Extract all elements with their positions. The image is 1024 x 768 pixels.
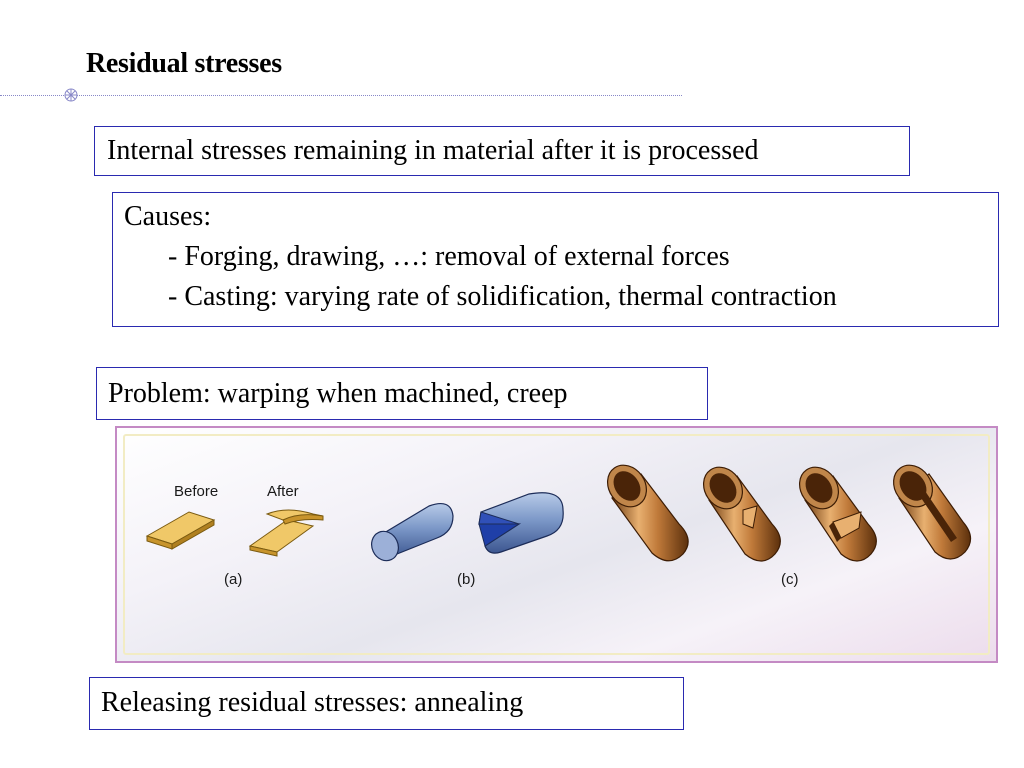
bar-before-icon — [371, 503, 454, 562]
bar-after-icon — [478, 492, 564, 554]
problem-box: Problem: warping when machined, creep — [96, 367, 708, 420]
definition-text: Internal stresses remaining in material … — [107, 135, 759, 166]
figure-drawing — [145, 464, 972, 562]
slide-title: Residual stresses — [86, 48, 282, 79]
problem-text: Problem: warping when machined, creep — [108, 378, 568, 409]
definition-box: Internal stresses remaining in material … — [94, 126, 910, 176]
plate-after-icon — [248, 509, 324, 557]
cause-item: - Forging, drawing, …: removal of extern… — [168, 241, 730, 272]
label-c: (c) — [781, 571, 799, 588]
divider-ornament-icon — [64, 88, 78, 102]
figure-frame — [123, 434, 990, 655]
tube-whole-icon — [606, 464, 689, 562]
releasing-box: Releasing residual stresses: annealing — [89, 677, 684, 730]
plate-before-icon — [145, 511, 216, 550]
cause-item: - Casting: varying rate of solidificatio… — [168, 281, 837, 312]
tube-split-icon — [892, 464, 972, 560]
causes-box: Causes: - Forging, drawing, …: removal o… — [112, 192, 999, 327]
label-a: (a) — [224, 571, 243, 588]
tube-cut-2-icon — [798, 466, 877, 562]
tube-cut-1-icon — [702, 466, 781, 562]
label-after: After — [267, 483, 299, 500]
label-b: (b) — [457, 571, 476, 588]
releasing-text: Releasing residual stresses: annealing — [101, 687, 524, 718]
causes-heading: Causes: — [124, 201, 212, 232]
title-divider — [0, 95, 682, 96]
residual-stress-figure: Before After (a) (b) (c) — [115, 426, 998, 663]
label-before: Before — [174, 483, 219, 500]
